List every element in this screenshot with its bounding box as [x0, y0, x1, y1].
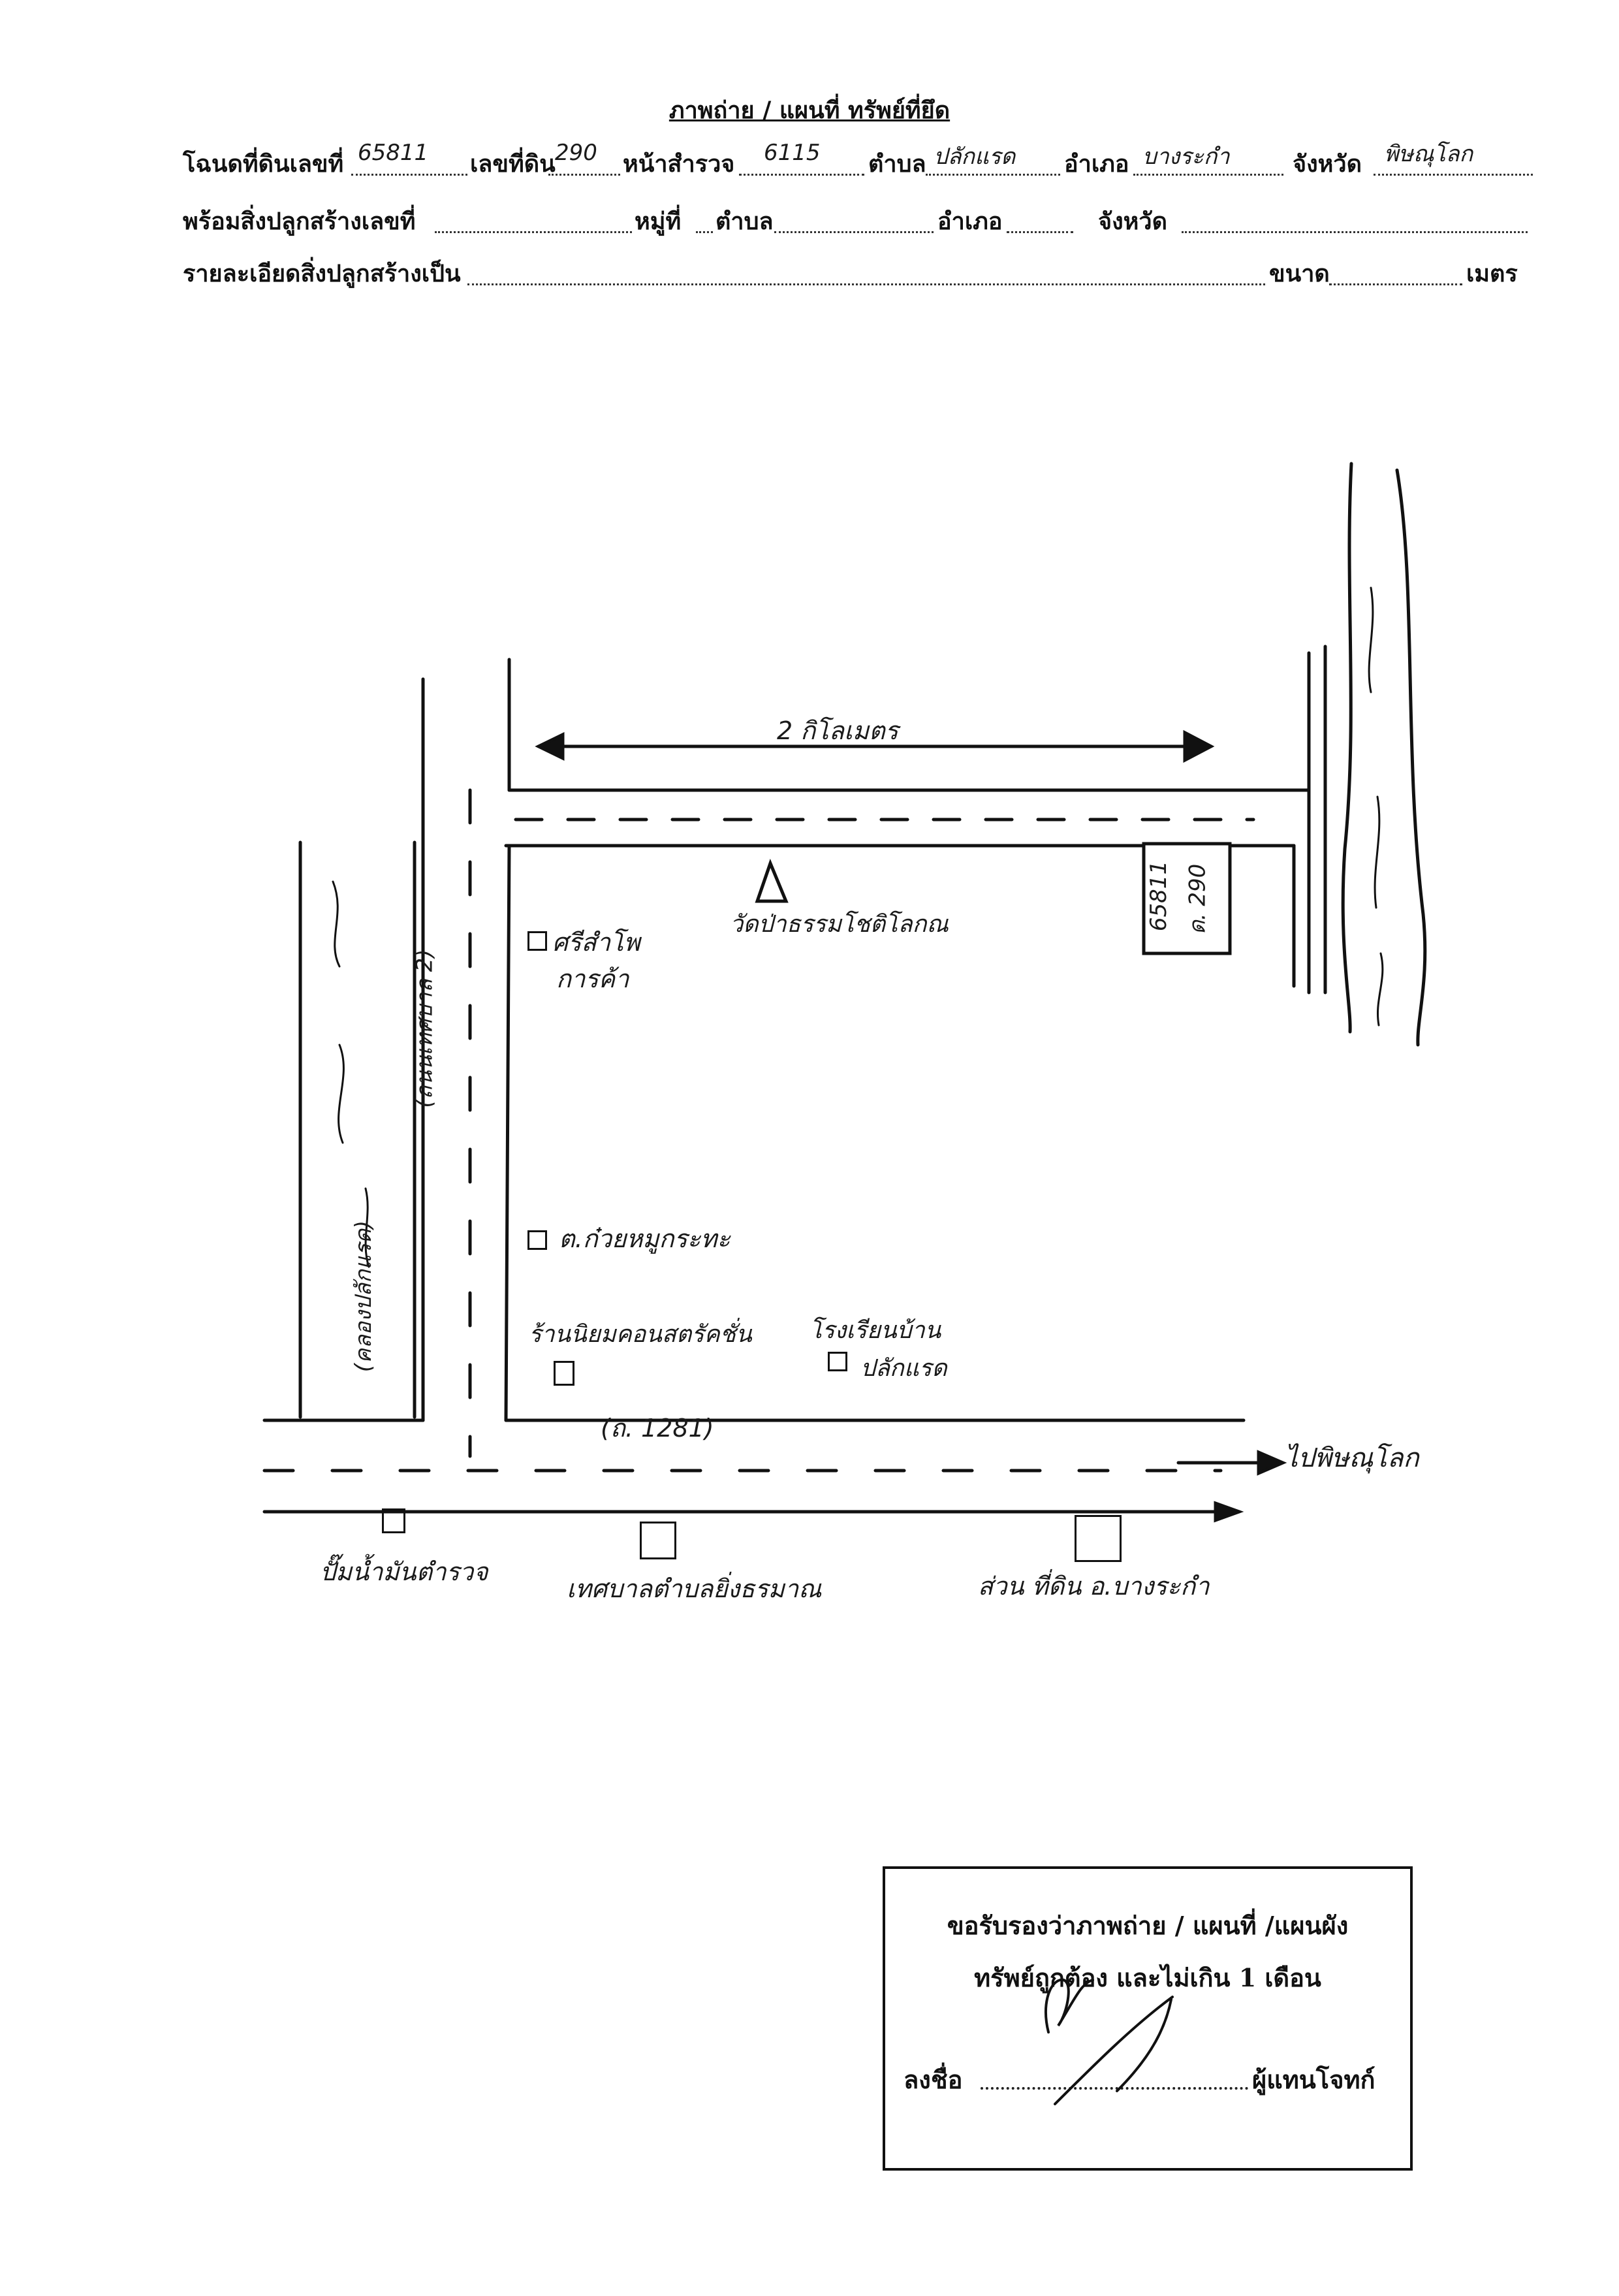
document-title: ภาพถ่าย / แผนที่ ทรัพย์ที่ยึด [668, 97, 951, 124]
survey-page-value: 6115 [764, 140, 821, 166]
river-bank-right [1395, 468, 1427, 1047]
school-name-line2: ปลักแรด [860, 1355, 947, 1382]
municipality-label: เทศบาลตำบลยิ่งธรมาณ [567, 1574, 822, 1603]
signature-row: ลงชื่อ ผู้แทนโจทก์ [904, 2060, 1400, 2099]
province-label: จังหวัด [1293, 150, 1362, 178]
shop-marker-icon [527, 931, 547, 951]
certification-line2: ทรัพย์ถูกต้อง และไม่เกิน 1 เดือน [974, 1963, 1321, 1992]
deed-number-value: 65811 [358, 140, 429, 166]
gas-station-label: ปั๊มน้ำมันตำรวจ [320, 1557, 488, 1586]
store-label: ต.ก๋วยหมูกระทะ [559, 1224, 731, 1253]
school-name-line1: โรงเรียนบ้าน [810, 1317, 941, 1344]
district-label: อำเภอ [1064, 150, 1129, 178]
subdistrict-value: ปลักแรด [934, 144, 1016, 170]
gas-station-marker-icon [382, 1508, 405, 1533]
moo-label: หมู่ที่ [635, 208, 682, 235]
building-info-row: พร้อมสิ่งปลูกสร้างเลขที่ หมู่ที่ ตำบล อำ… [183, 202, 1541, 242]
deed-info-row: โฉนดที่ดินเลขที่ 65811 เลขที่ดิน 290 หน้… [183, 140, 1541, 184]
temple-label: วัดป่าธรรมโชติโลกณ [730, 911, 949, 938]
municipality-marker-icon [640, 1522, 676, 1559]
temple-triangle [755, 858, 789, 903]
plot-land-number: ด. 290 [1184, 863, 1211, 935]
river-bank-left [1341, 462, 1353, 1034]
shop-name-line1: ศรีสำโพ [552, 928, 640, 957]
row2-subdistrict-label: ตำบล [715, 208, 774, 235]
store-marker-icon [527, 1230, 547, 1250]
plot-deed-number: 65811 [1146, 860, 1172, 932]
road-left-label: (ถนนเทศบาล 2) [411, 949, 438, 1108]
row2-district-label: อำเภอ [937, 208, 1003, 235]
handwritten-signature [1045, 1978, 1174, 2105]
deed-number-label: โฉนดที่ดินเลขที่ [183, 150, 344, 178]
signer-role: ผู้แทนโจทก์ [1252, 2065, 1375, 2094]
canal-label: (คลองปลักแรด) [351, 1220, 377, 1373]
survey-page-label: หน้าสำรวจ [623, 150, 735, 178]
district-value: บางระกำ [1142, 144, 1230, 170]
certification-box: ขอรับรองว่าภาพถ่าย / แผนที่ /แผนผัง ทรัพ… [883, 1866, 1413, 2171]
construction-shop-label: ร้านนิยมคอนสตรัคชั่น [529, 1321, 752, 1348]
building-detail-row: รายละเอียดสิ่งปลูกสร้างเป็น ขนาด เมตร [183, 255, 1541, 294]
row2-province-label: จังหวัด [1098, 208, 1167, 235]
certification-line1: ขอรับรองว่าภาพถ่าย / แผนที่ /แผนผัง [947, 1911, 1349, 1940]
land-number-value: 290 [555, 140, 597, 166]
deed-plot: 65811 ด. 290 [1146, 845, 1229, 952]
highway-label: (ถ. 1281) [601, 1414, 714, 1443]
school-marker-icon [828, 1352, 847, 1371]
building-detail-label: รายละเอียดสิ่งปลูกสร้างเป็น [183, 260, 461, 287]
land-office-marker-icon [1075, 1515, 1122, 1562]
building-number-label: พร้อมสิ่งปลูกสร้างเลขที่ [183, 208, 416, 235]
land-number-label: เลขที่ดิน [470, 150, 556, 178]
construction-shop-marker-icon [554, 1361, 574, 1386]
province-value: พิษณุโลก [1384, 141, 1473, 167]
plot-box [1142, 842, 1232, 955]
sign-label: ลงชื่อ [904, 2065, 963, 2094]
signature-line [981, 2087, 1248, 2090]
to-city-label: ไปพิษณุโลก [1285, 1443, 1419, 1473]
land-office-label: ส่วน ที่ดิน อ.บางระกำ [978, 1572, 1210, 1601]
shop-name-line2: การค้า [556, 965, 629, 993]
distance-label: 2 กิโลเมตร [777, 716, 899, 745]
unit-label: เมตร [1466, 260, 1518, 287]
subdistrict-label: ตำบล [868, 150, 926, 178]
size-label: ขนาด [1269, 260, 1330, 287]
